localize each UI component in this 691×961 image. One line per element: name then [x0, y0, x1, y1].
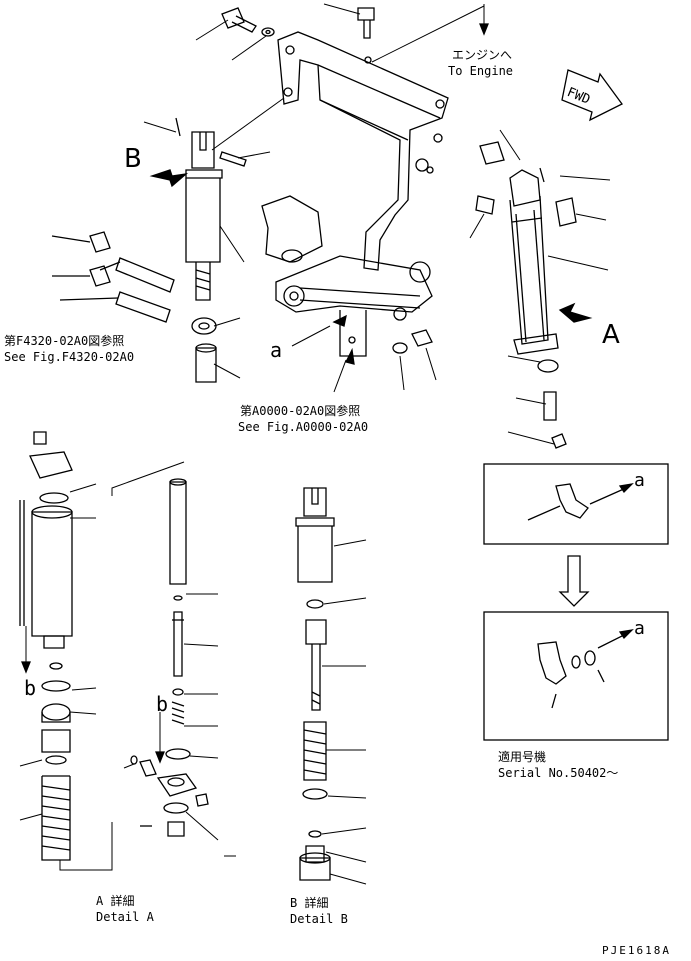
inset-callout-a-before: a: [634, 470, 645, 491]
serial-label-jp: 適用号機: [498, 750, 547, 764]
detail-a-title-jp: A 詳細: [96, 894, 135, 908]
callout-small-a-label: a: [270, 338, 283, 362]
detail-a-rod-parts: [130, 478, 209, 837]
engine-arrow-icon: [479, 23, 489, 36]
detail-a-callout-b1: b: [24, 676, 37, 700]
cylinder-b: [175, 117, 247, 383]
to-engine-label-en: To Engine: [448, 64, 514, 78]
hose-fittings-left: [51, 231, 175, 323]
detail-b-title-jp: B 詳細: [290, 896, 329, 910]
figure-id: PJE1618A: [602, 944, 671, 957]
reference-a0000-jp: 第A0000-02A0図参照: [240, 404, 361, 418]
leader-lines-b: [211, 97, 285, 379]
reference-a0000-en: See Fig.A0000-02A0: [238, 420, 369, 434]
linkage: [261, 195, 433, 357]
flow-down-arrow-icon: [558, 555, 590, 607]
flow-down-arrow-icon: [155, 751, 165, 764]
callout-arrow-icon: [618, 483, 634, 494]
detail-b-title-en: Detail B: [290, 912, 348, 926]
detail-a-callout-b2: b: [156, 692, 169, 716]
reference-f4320-jp: 第F4320-02A0図参照: [4, 334, 125, 348]
leader-lines-detail-a: [19, 483, 97, 821]
callout-arrow-icon: [558, 302, 593, 323]
top-bolt: [221, 7, 375, 39]
leader-lines-a: [469, 129, 611, 445]
inset-box-after: [483, 611, 669, 741]
inset-fitting-after: [537, 633, 627, 709]
leader-lines-detail-a-rod: [123, 593, 236, 857]
callout-arrow-icon: [149, 169, 189, 188]
detail-a-bracket: [59, 461, 185, 871]
callout-b-label: B: [124, 144, 142, 174]
to-engine-label-jp: エンジンへ: [452, 48, 513, 62]
callout-arrow-icon: [332, 314, 347, 327]
callout-arrow-icon: [618, 629, 634, 640]
reference-f4320-en: See Fig.F4320-02A0: [4, 350, 135, 364]
inset-box-before: [483, 463, 669, 545]
inset-fitting-before: [527, 483, 627, 521]
main-bracket: [277, 31, 449, 271]
leader-lines-detail-b: [321, 539, 367, 885]
cylinder-a: [475, 141, 577, 449]
callout-a-label: A: [602, 320, 620, 350]
detail-b-parts: [295, 487, 335, 881]
detail-a-title-en: Detail A: [96, 910, 154, 924]
detail-a-parts: [19, 431, 73, 861]
leader-lines-linkage: [291, 325, 437, 393]
inset-callout-a-after: a: [634, 618, 645, 639]
serial-label-en: Serial No.50402～: [498, 766, 619, 780]
fwd-arrow-icon: [561, 69, 623, 122]
leader-lines-top: [143, 3, 485, 159]
callout-arrow-icon: [345, 347, 355, 365]
